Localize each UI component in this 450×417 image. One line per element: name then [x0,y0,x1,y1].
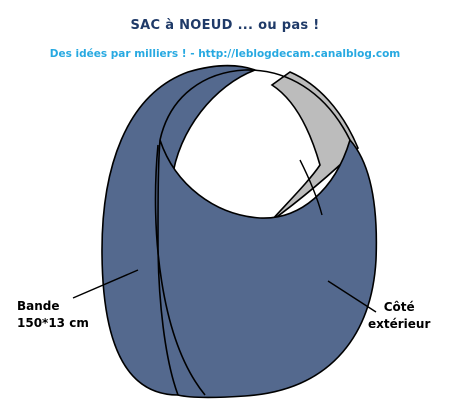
band-label-line1: Bande [17,299,60,313]
bag-front-panel [157,138,378,399]
diagram-title: SAC à NOEUD ... ou pas ! [130,18,320,33]
blog-subtitle: Des idées par milliers ! - http://leblog… [49,48,401,60]
outer-side-label-line2: extérieur [368,317,431,331]
band-inner-line [299,159,323,216]
outer-side-pointer-line [327,280,377,313]
outer-side-label-line1: Côté [383,300,415,314]
band-label: Bande 150*13 cm [17,298,89,332]
band-pointer-line [72,269,139,299]
band-seam-line [154,144,206,396]
outer-side-label: Côté extérieur [368,299,430,333]
band-label-line2: 150*13 cm [17,316,89,330]
bag-opening-outline [159,69,351,141]
